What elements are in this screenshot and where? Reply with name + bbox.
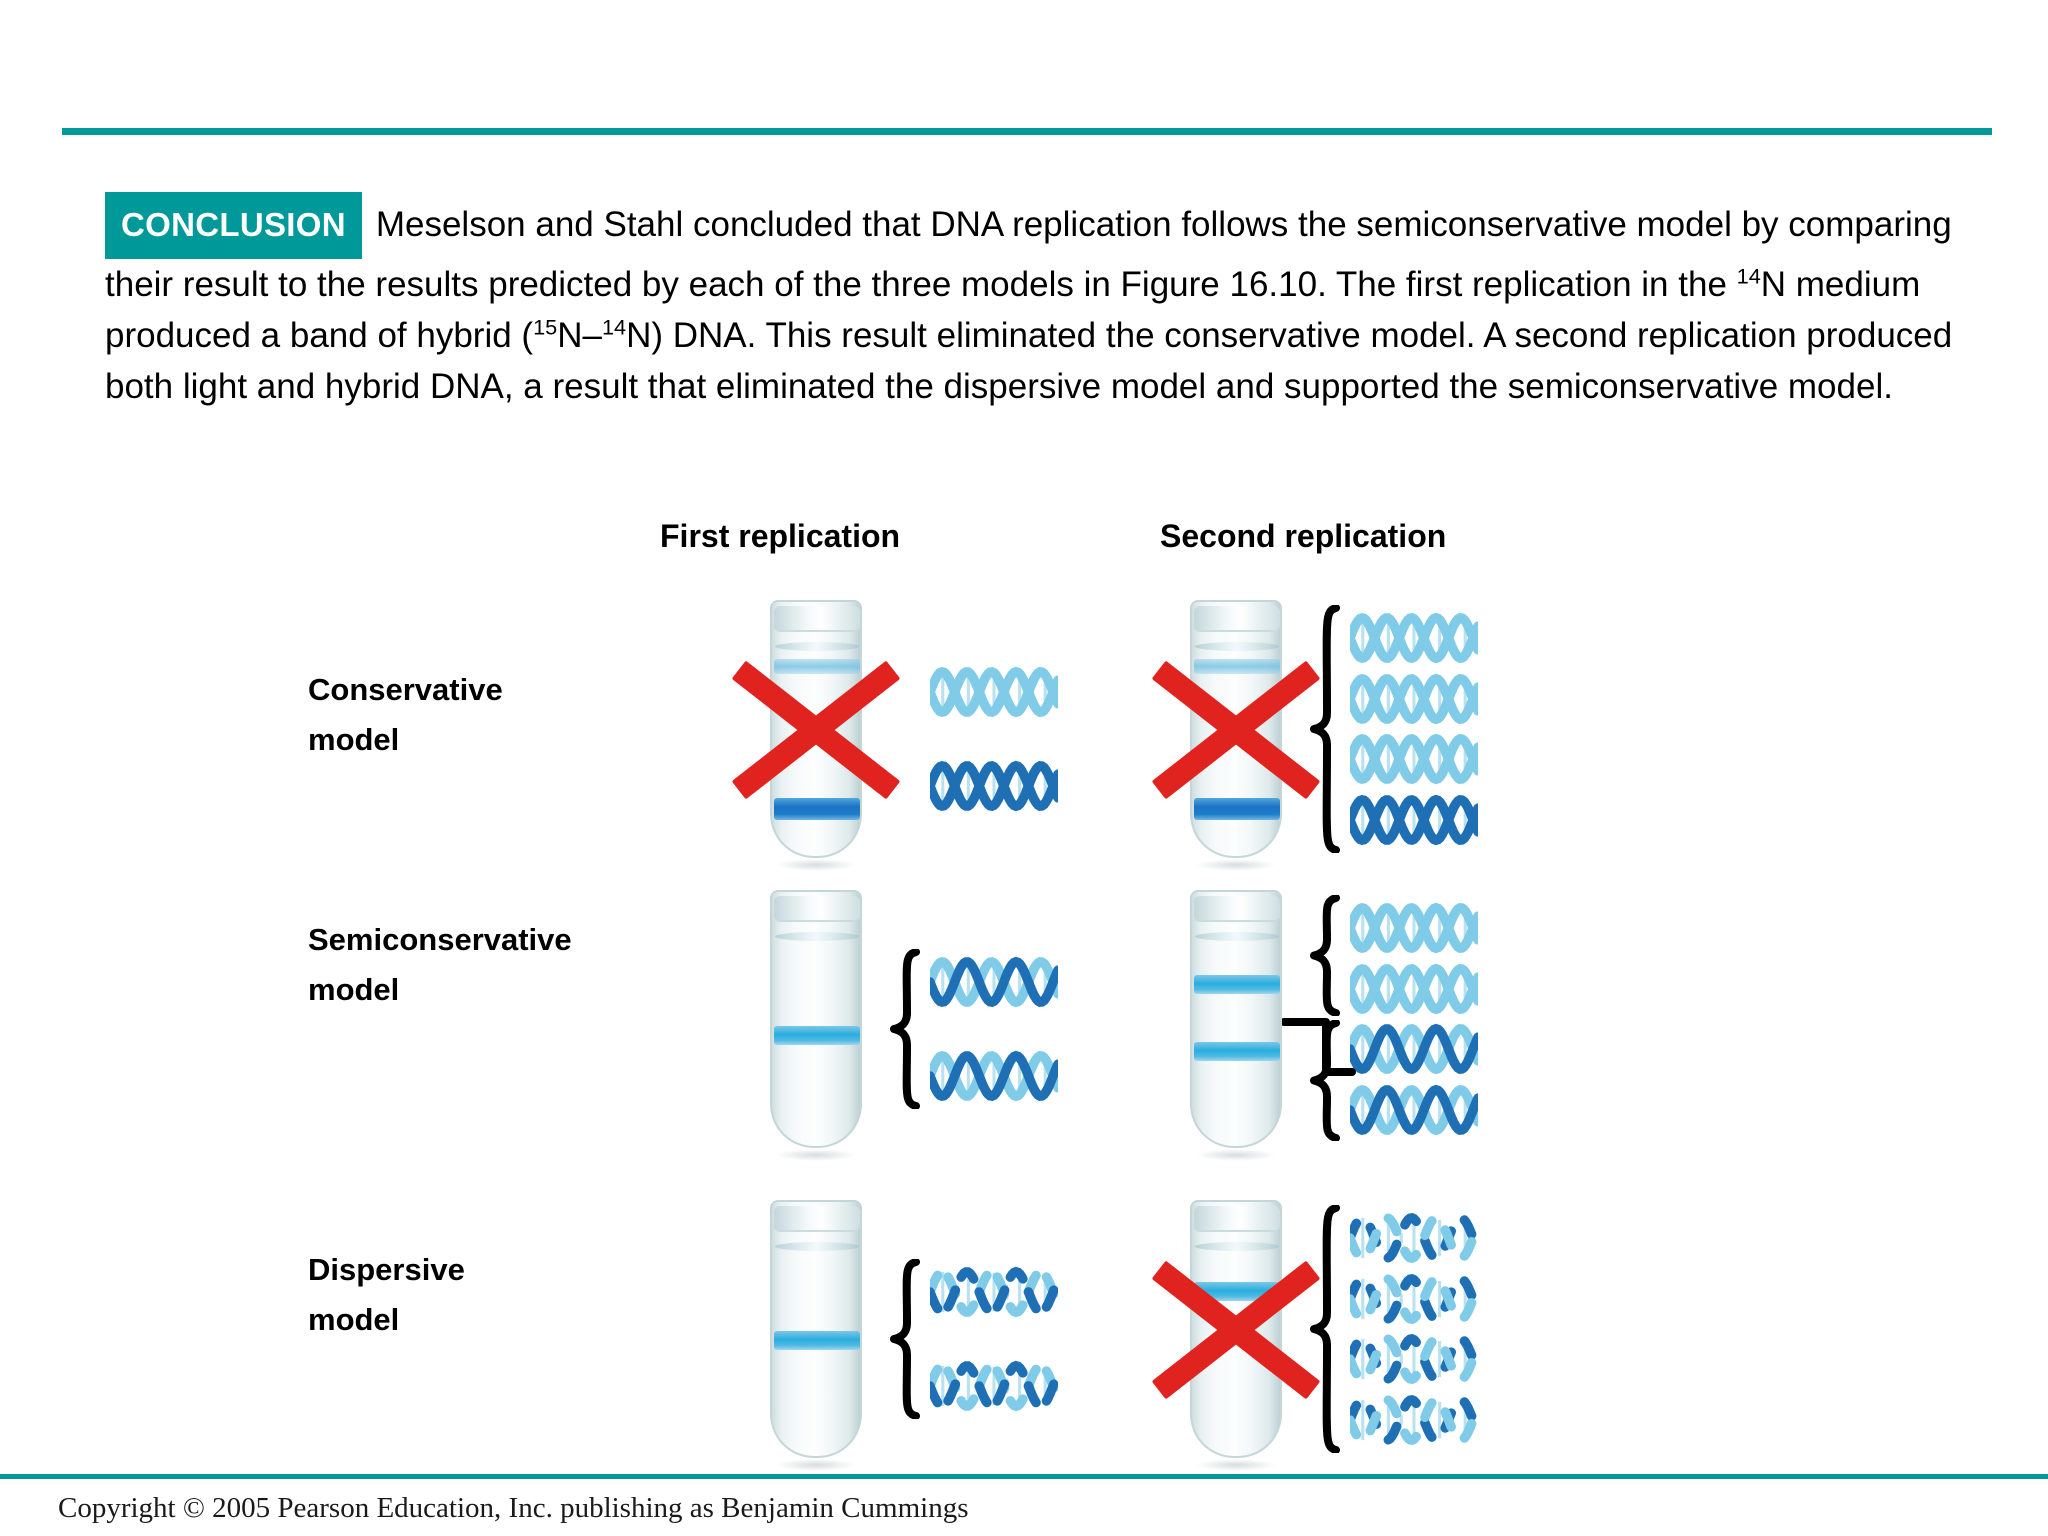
grouping-brace: [1310, 1205, 1340, 1453]
dna-band-hybrid: [774, 1331, 860, 1350]
dna-helix-mottled: [930, 1358, 1058, 1414]
conclusion-sentence-2: model by comparing their result to the r…: [105, 205, 1952, 304]
dna-band-heavy: [1194, 798, 1280, 821]
conclusion-sentence-1: Meselson and Stahl concluded that DNA re…: [375, 205, 1627, 244]
tube-rim: [774, 1206, 860, 1232]
conclusion-text: CONCLUSION Meselson and Stahl concluded t…: [105, 192, 1985, 412]
dna-helix-all-light: [1350, 900, 1478, 956]
conclusion-sentence-3c: N–: [557, 316, 602, 355]
dna-band-hybrid: [1194, 974, 1280, 994]
tube-body: [770, 1200, 862, 1458]
row-label-semiconservative: Semiconservative model: [308, 915, 688, 1015]
dna-band-hybrid: [1194, 1281, 1280, 1301]
tube-shadow: [776, 859, 856, 871]
dna-helix-all-light: [1350, 671, 1478, 727]
conclusion-sentence-5: the dispersive model and supported the s…: [885, 367, 1893, 406]
isotope-15-sup: 15: [533, 314, 558, 340]
dna-helix-hybrid: [1350, 1082, 1478, 1138]
tube-rim: [1194, 896, 1280, 922]
isotope-14-sup-1: 14: [1736, 263, 1761, 289]
grouping-brace: [890, 949, 920, 1109]
tube-shadow: [776, 1459, 856, 1471]
grouping-brace: [1310, 605, 1340, 853]
dna-helix-hybrid: [930, 1048, 1058, 1104]
row-label-conservative: Conservative model: [308, 665, 688, 765]
tube-shadow: [1196, 1459, 1276, 1471]
dna-helix-mottled-light: [1350, 1331, 1478, 1387]
tube-rim: [1194, 1206, 1280, 1232]
tube-rim: [774, 606, 860, 632]
tube-meniscus: [775, 642, 859, 651]
tube-rim: [1194, 606, 1280, 632]
tube-meniscus: [1195, 932, 1279, 941]
footer-divider: [0, 1474, 2048, 1479]
header-divider: [62, 128, 1992, 135]
dna-helix-hybrid: [1350, 1021, 1478, 1077]
test-tube-conservative-first: [770, 600, 880, 871]
test-tube-semiconservative-first: [770, 890, 880, 1161]
tube-body: [1190, 890, 1282, 1148]
tube-meniscus: [1195, 1242, 1279, 1251]
dna-helix-hybrid: [930, 954, 1058, 1010]
dna-helix-all-light: [1350, 731, 1478, 787]
row-label-semiconservative-line2: model: [308, 972, 400, 1007]
column-header-first-replication: First replication: [660, 518, 901, 554]
conclusion-sentence-3a: The first replication in the: [1335, 265, 1737, 304]
row-label-dispersive-line2: model: [308, 1302, 400, 1337]
conclusion-sentence-3b: N medium produced a band of hybrid (: [105, 265, 1921, 355]
tube-meniscus: [1195, 642, 1279, 651]
tube-rim: [774, 896, 860, 922]
dna-band-hybrid: [1194, 1041, 1280, 1061]
row-label-dispersive: Dispersive model: [308, 1245, 688, 1345]
dna-band-light: [1194, 658, 1280, 674]
row-label-dispersive-line1: Dispersive: [308, 1252, 465, 1287]
dna-helix-all-dark: [930, 758, 1058, 814]
dna-helix-mottled-light: [1350, 1271, 1478, 1327]
meselson-stahl-figure: First replication Second replication Con…: [0, 500, 2048, 1471]
dna-helix-all-light: [1350, 610, 1478, 666]
tube-body: [1190, 600, 1282, 858]
conclusion-sentence-4: the conservative model. A second replica…: [105, 316, 1953, 406]
dna-helix-all-light: [930, 664, 1058, 720]
dna-band-light: [774, 658, 860, 674]
copyright-notice: Copyright © 2005 Pearson Education, Inc.…: [58, 1492, 969, 1524]
conclusion-sentence-3d: N) DNA. This result eliminated: [626, 316, 1097, 355]
row-label-conservative-line2: model: [308, 722, 400, 757]
dna-helix-all-light: [1350, 961, 1478, 1017]
conclusion-badge: CONCLUSION: [105, 192, 362, 259]
tube-shadow: [1196, 1149, 1276, 1161]
test-tube-dispersive-first: [770, 1200, 880, 1471]
test-tube-semiconservative-second: [1190, 890, 1300, 1161]
tube-body: [1190, 1200, 1282, 1458]
row-label-conservative-line1: Conservative: [308, 672, 503, 707]
test-tube-dispersive-second: [1190, 1200, 1300, 1471]
grouping-brace: [1310, 895, 1340, 1016]
dna-helix-mottled: [930, 1264, 1058, 1320]
dna-band-heavy: [774, 798, 860, 821]
tube-shadow: [1196, 859, 1276, 871]
test-tube-conservative-second: [1190, 600, 1300, 871]
band-to-brace-connector: [1282, 1010, 1356, 1084]
conclusion-block: CONCLUSION Meselson and Stahl concluded t…: [105, 192, 1985, 412]
column-header-second-replication: Second replication: [1160, 518, 1447, 554]
tube-body: [770, 890, 862, 1148]
tube-shadow: [776, 1149, 856, 1161]
tube-meniscus: [775, 932, 859, 941]
dna-helix-all-dark: [1350, 792, 1478, 848]
tube-body: [770, 600, 862, 858]
tube-meniscus: [775, 1242, 859, 1251]
dna-band-hybrid: [774, 1026, 860, 1046]
dna-helix-mottled-light: [1350, 1210, 1478, 1266]
isotope-14-sup-2: 14: [601, 314, 627, 340]
row-label-semiconservative-line1: Semiconservative: [308, 922, 572, 957]
grouping-brace: [890, 1259, 920, 1419]
dna-helix-mottled-light: [1350, 1392, 1478, 1448]
